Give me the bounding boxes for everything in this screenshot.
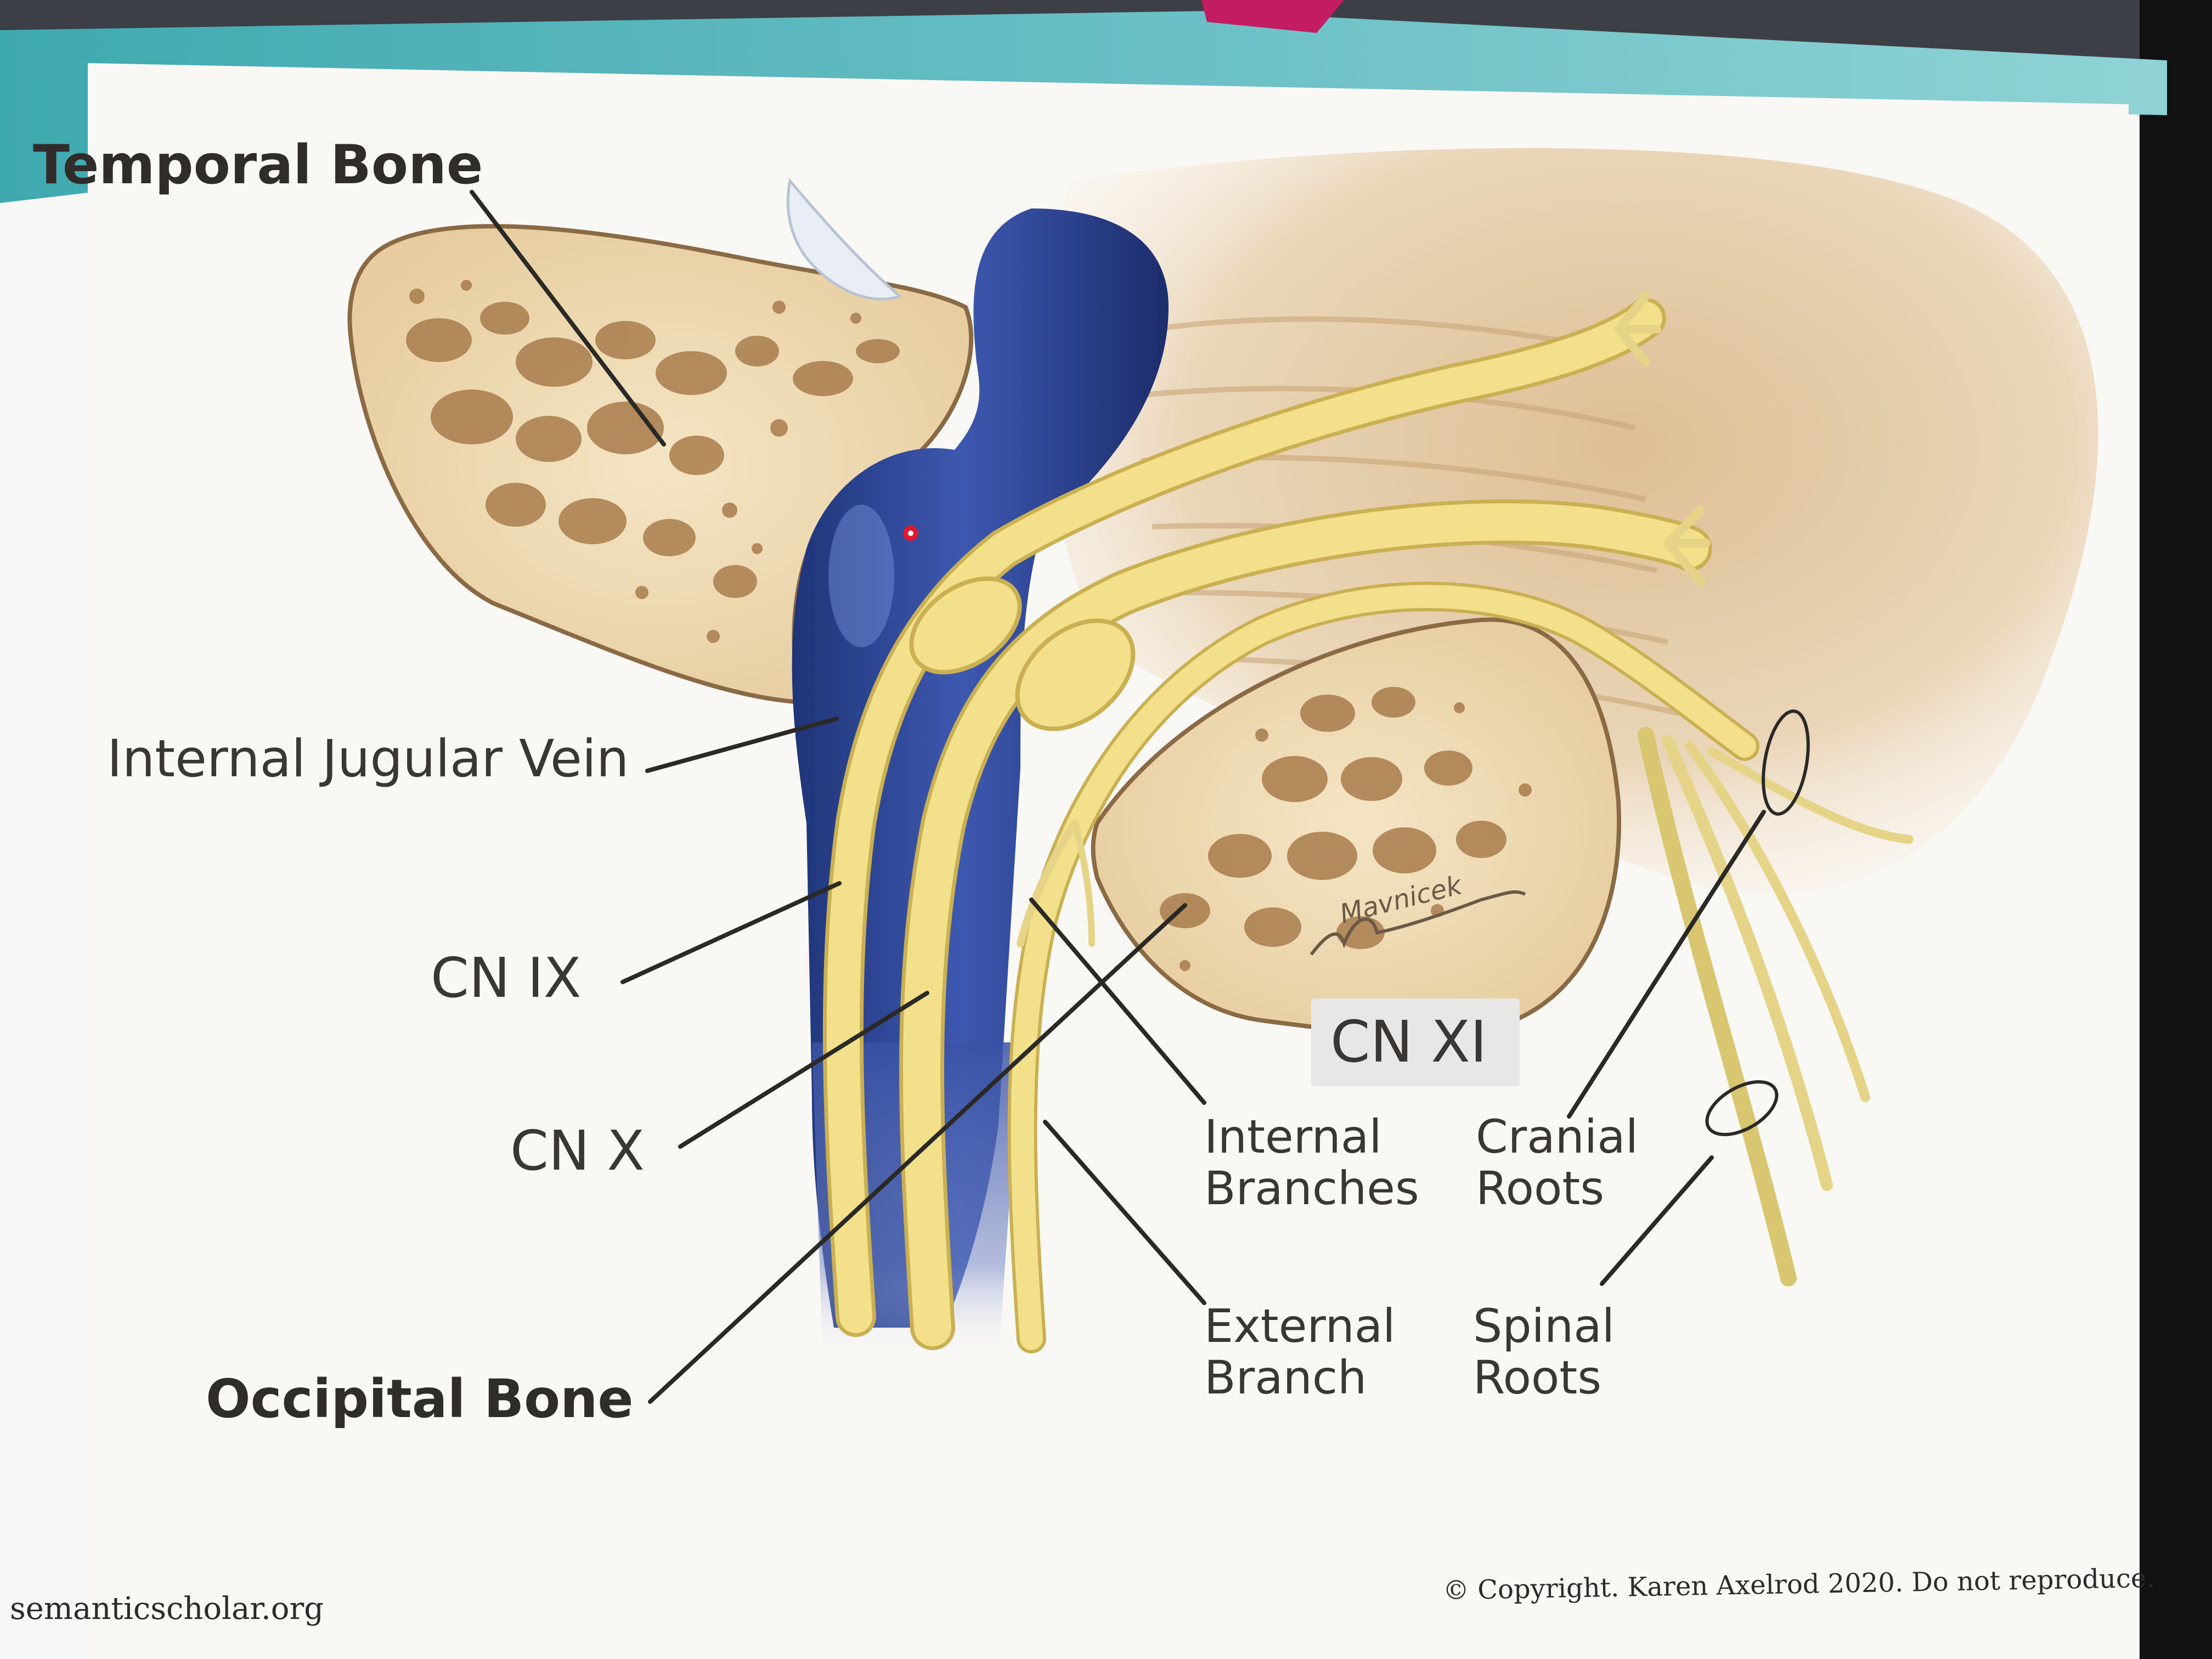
leader-external-branch (1043, 1120, 1206, 1305)
label-spinal-roots: Spinal Roots (1473, 1300, 1615, 1403)
label-cranial-roots: Cranial Roots (1476, 1111, 1638, 1214)
label-spinal-roots-line-2: Roots (1473, 1351, 1602, 1405)
leader-cranial-roots (1567, 810, 1766, 1119)
label-cn-xi: CN XI (1330, 1008, 1487, 1075)
leader-internal-branches (1029, 898, 1206, 1105)
label-spinal-roots-line-1: Spinal (1473, 1299, 1615, 1353)
leader-cn-x (678, 991, 929, 1149)
temporal-bone-cavities (406, 280, 900, 643)
leader-lines (470, 190, 1766, 1404)
styloid-process (786, 178, 902, 301)
slide-accent (1201, 0, 1344, 33)
occipital-bone (1091, 617, 1622, 1036)
leader-temporal-bone (470, 190, 666, 447)
slide-header-strip (0, 11, 2167, 203)
label-external-branch-line-1: External (1204, 1299, 1396, 1353)
label-cn-ix: CN IX (431, 946, 582, 1010)
source-credit: semanticscholar.org (10, 1591, 324, 1627)
spinal-roots-marker (1705, 1080, 1779, 1137)
cranial-roots-marker (1762, 709, 1810, 816)
artist-signature (1310, 890, 1526, 956)
label-internal-branches-line-1: Internal (1204, 1110, 1382, 1164)
label-cranial-roots-line-2: Roots (1476, 1161, 1605, 1216)
label-internal-branches: Internal Branches (1204, 1111, 1419, 1214)
occipital-bone-cavities (1160, 687, 1532, 971)
cranial-nerves (822, 292, 1914, 1353)
label-cn-x: CN X (510, 1119, 645, 1183)
label-internal-branches-line-2: Branches (1204, 1161, 1419, 1216)
label-temporal-bone: Temporal Bone (33, 134, 483, 196)
label-external-branch: External Branch (1204, 1300, 1396, 1403)
label-internal-jugular-vein: Internal Jugular Vein (107, 729, 629, 789)
label-cranial-roots-line-1: Cranial (1476, 1110, 1639, 1164)
leader-internal-jugular-vein (645, 716, 839, 773)
label-external-branch-line-2: Branch (1204, 1351, 1367, 1405)
leader-cn-ix (620, 881, 842, 984)
label-occipital-bone: Occipital Bone (206, 1368, 634, 1430)
leader-spinal-roots (1600, 1155, 1714, 1286)
leader-occipital-bone (648, 903, 1187, 1404)
cn-xi-label-background (1311, 998, 1520, 1086)
screen-bezel-right (2140, 0, 2212, 1659)
